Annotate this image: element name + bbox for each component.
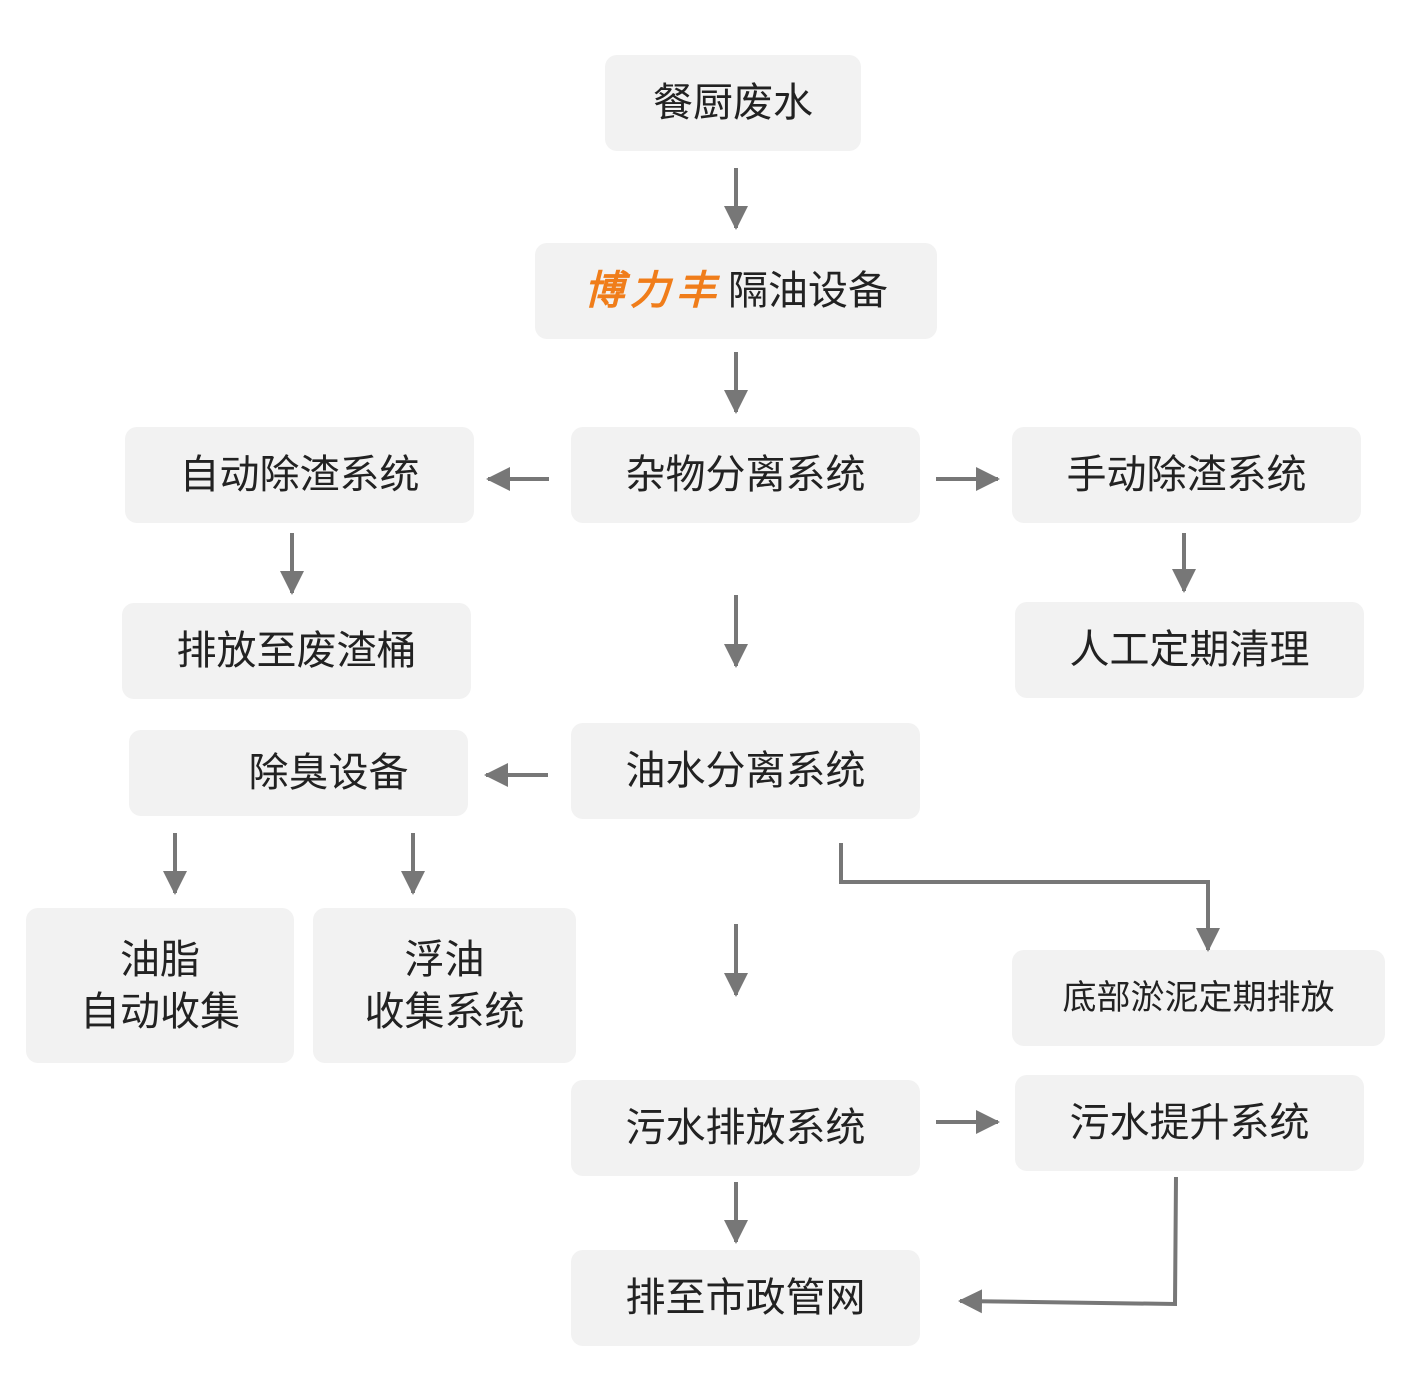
arrow-oilwater-to-sludge (839, 843, 1220, 952)
node-label: 污水排放系统 (625, 1105, 866, 1151)
node-grease-trap: 博力丰 隔油设备 (535, 243, 937, 339)
node-manual-slag-removal: 手动除渣系统 (1012, 427, 1361, 523)
node-label-line1: 油脂 (120, 936, 200, 983)
node-label: 手动除渣系统 (1066, 452, 1307, 498)
node-label: 排至市政管网 (625, 1275, 866, 1321)
node-label-line2: 自动收集 (80, 988, 240, 1035)
node-municipal-network: 排至市政管网 (571, 1250, 920, 1346)
node-sewage-discharge: 污水排放系统 (571, 1080, 920, 1176)
node-label: 污水提升系统 (1069, 1100, 1310, 1146)
node-floating-oil-collection: 浮油 收集系统 (313, 908, 576, 1063)
node-label-stack: 油脂 自动收集 (80, 934, 240, 1038)
node-label: 自动除渣系统 (179, 452, 420, 498)
node-label-line1: 浮油 (404, 936, 485, 983)
node-kitchen-wastewater: 餐厨废水 (605, 55, 861, 151)
node-oil-water-separation: 油水分离系统 (571, 723, 920, 819)
node-discharge-to-slag-bin: 排放至废渣桶 (122, 603, 471, 699)
node-label-stack: 浮油 收集系统 (365, 934, 525, 1038)
node-label: 隔油设备 (728, 268, 888, 314)
brand-name: 博力丰 (584, 267, 722, 314)
node-manual-periodic-cleaning: 人工定期清理 (1015, 602, 1364, 698)
node-label: 除臭设备 (248, 750, 409, 796)
node-sewage-lift: 污水提升系统 (1015, 1075, 1364, 1171)
node-label: 餐厨废水 (653, 80, 813, 126)
node-grease-auto-collection: 油脂 自动收集 (26, 908, 294, 1063)
node-label: 排放至废渣桶 (176, 628, 417, 674)
node-label: 底部淤泥定期排放 (1062, 978, 1335, 1018)
node-label: 人工定期清理 (1069, 627, 1310, 673)
node-label: 杂物分离系统 (625, 452, 866, 498)
node-auto-slag-removal: 自动除渣系统 (125, 427, 474, 523)
node-label: 油水分离系统 (625, 748, 866, 794)
node-sludge-periodic-discharge: 底部淤泥定期排放 (1012, 950, 1385, 1046)
node-deodorization: 除臭设备 (129, 730, 468, 816)
node-label-line2: 收集系统 (364, 988, 525, 1035)
node-debris-separation: 杂物分离系统 (571, 427, 920, 523)
arrow-lift-to-municipal (958, 1176, 1178, 1314)
